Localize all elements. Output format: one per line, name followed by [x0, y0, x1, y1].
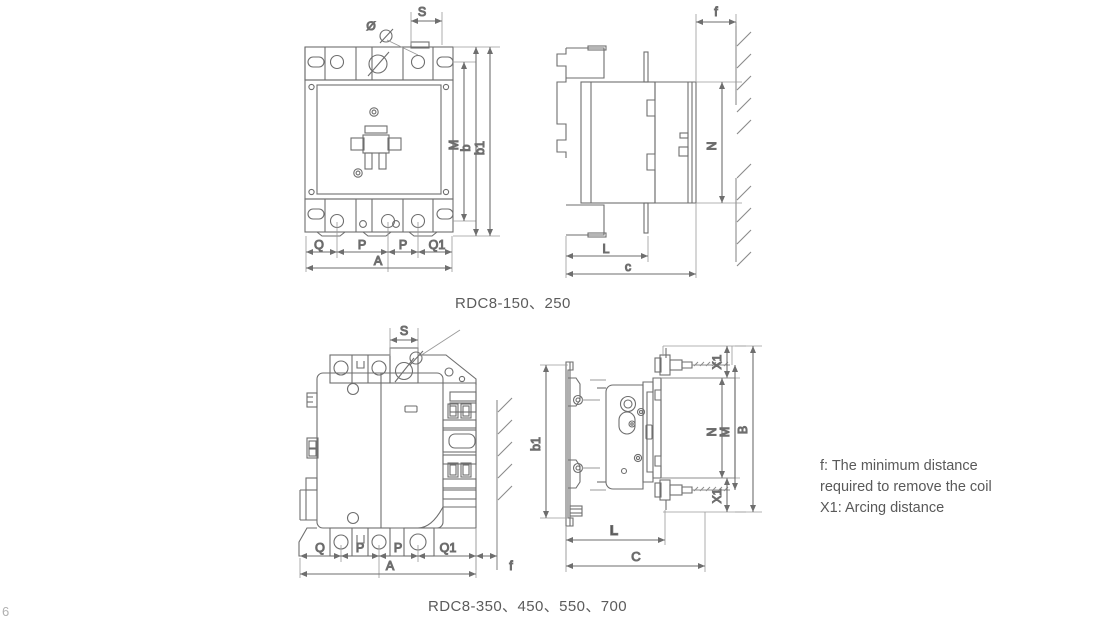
dim-label-f-top: f — [714, 5, 718, 19]
dim-label-p-bottom-2: P — [394, 541, 402, 555]
dim-label-n-bottom: N — [705, 427, 719, 436]
caption-top-drawing: RDC8-150、250 — [455, 295, 571, 312]
dim-label-q1-bottom: Q1 — [440, 541, 457, 555]
dim-label-c-lower: c — [625, 260, 631, 274]
dim-label-f-bottom: f — [509, 559, 513, 573]
dim-label-q1: Q1 — [429, 238, 446, 252]
dim-label-l-top: L — [603, 242, 610, 256]
drawing-bottom-left-front-view: S f Q P P Q1 A — [298, 323, 514, 578]
dim-label-m-bottom: M — [718, 427, 732, 437]
dim-label-s-top: S — [418, 5, 426, 19]
dim-label-m: M — [447, 140, 461, 150]
page-number: 6 — [2, 604, 10, 619]
legend-line-1: f: The minimum distance — [820, 458, 978, 474]
drawing-top-left-front-view: S Ø M b b1 Q P P Q1 A — [304, 4, 500, 272]
dim-label-a: A — [374, 254, 383, 268]
dim-label-p-2: P — [399, 238, 407, 252]
dim-label-x1-top: X1 — [710, 354, 724, 369]
dim-label-q: Q — [314, 238, 324, 252]
caption-bottom-drawing: RDC8-350、450、550、700 — [428, 598, 627, 615]
drawing-bottom-right-side-view: b1 X1 X1 N M B L C — [528, 345, 762, 572]
dim-label-b1: b1 — [473, 141, 487, 155]
dim-label-q-bottom: Q — [315, 541, 325, 555]
dim-label-n: N — [705, 141, 719, 150]
dim-label-c-bottom: C — [631, 549, 640, 564]
legend-line-2: required to remove the coil — [820, 479, 992, 495]
dim-label-p-1: P — [358, 238, 366, 252]
dim-label-p-bottom-1: P — [356, 541, 364, 555]
dim-label-l-bottom: L — [610, 523, 618, 538]
legend-line-3: X1: Arcing distance — [820, 500, 945, 516]
dim-label-diameter-top: Ø — [366, 19, 375, 33]
dim-label-s-bottom: S — [400, 324, 408, 338]
dim-label-x1-bottom: X1 — [710, 488, 724, 503]
dim-label-a-bottom: A — [386, 559, 395, 573]
dim-label-b-bottom: B — [736, 426, 750, 434]
legend-notes: f: The minimum distance required to remo… — [820, 456, 992, 519]
dim-label-b1-bottom: b1 — [529, 437, 543, 451]
drawing-top-right-side-view: f N L c — [556, 4, 752, 278]
dim-label-b: b — [459, 144, 473, 151]
